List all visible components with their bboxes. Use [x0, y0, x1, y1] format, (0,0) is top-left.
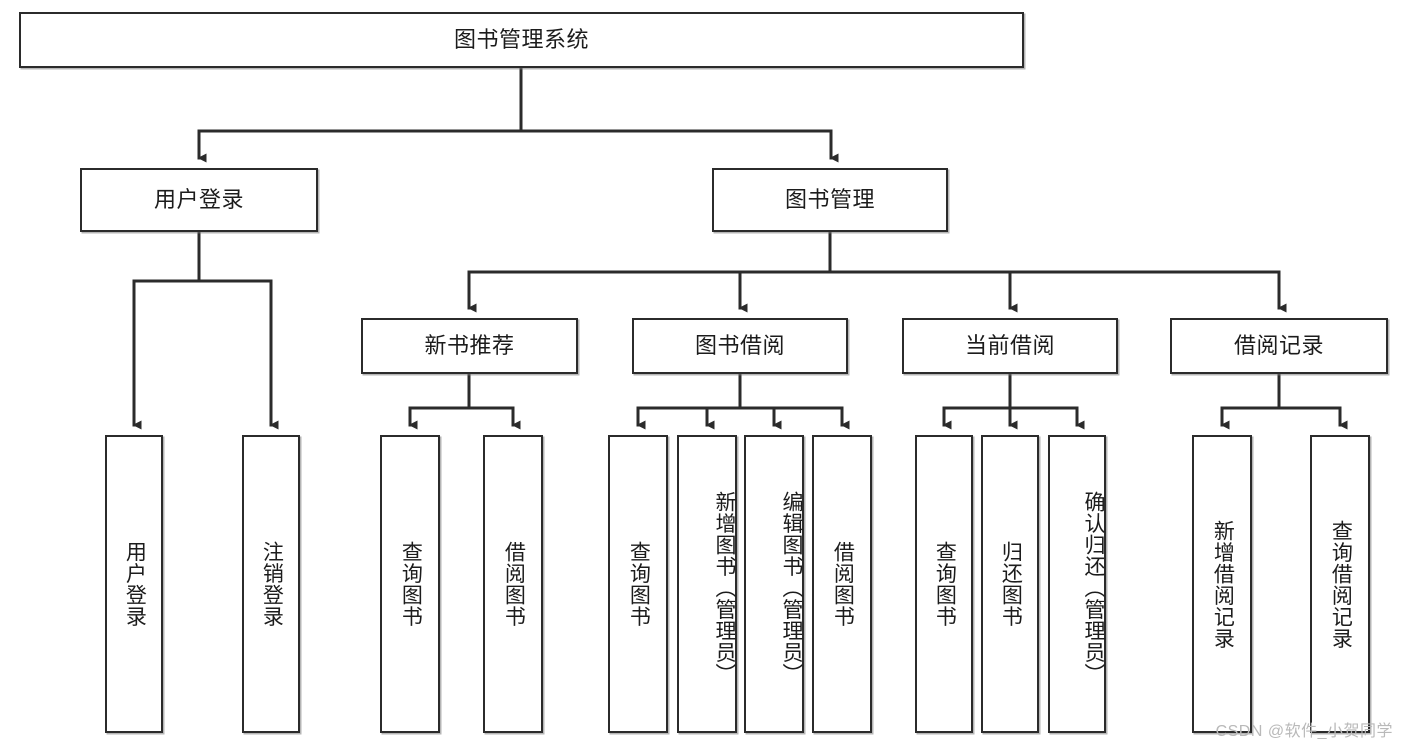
node-leaf-user-logout-label: 注销登录	[260, 541, 284, 627]
node-leaf-query-book-borrow-label: 查询图书	[627, 541, 651, 627]
node-leaf-confirm-return-label: 确认归还（管理员）	[1082, 491, 1105, 685]
node-leaf-edit-book[interactable]: 编辑图书（管理员）	[744, 435, 804, 733]
node-leaf-user-login[interactable]: 用户登录	[105, 435, 163, 733]
node-leaf-query-record[interactable]: 查询借阅记录	[1310, 435, 1370, 733]
watermark-text: CSDN @软件_小贺同学	[1215, 723, 1393, 740]
node-leaf-query-book-borrow[interactable]: 查询图书	[608, 435, 668, 733]
node-borrow-record-label: 借阅记录	[1233, 333, 1324, 358]
node-leaf-return-book-label: 归还图书	[999, 541, 1023, 627]
node-root-label: 图书管理系统	[453, 27, 589, 52]
node-root[interactable]: 图书管理系统	[19, 12, 1024, 68]
node-new-book-rec-label: 新书推荐	[424, 333, 515, 358]
node-book-manage[interactable]: 图书管理	[712, 168, 948, 232]
node-user-login[interactable]: 用户登录	[80, 168, 318, 232]
node-leaf-add-record-label: 新增借阅记录	[1211, 519, 1235, 649]
node-leaf-query-record-label: 查询借阅记录	[1329, 519, 1353, 649]
node-book-manage-label: 图书管理	[784, 187, 875, 212]
node-leaf-edit-book-label: 编辑图书（管理员）	[780, 491, 803, 685]
node-book-borrow-label: 图书借阅	[694, 333, 785, 358]
node-leaf-borrow-book[interactable]: 借阅图书	[812, 435, 872, 733]
node-leaf-add-book-label: 新增图书（管理员）	[713, 491, 736, 685]
node-leaf-borrow-book-label: 借阅图书	[831, 541, 855, 627]
node-leaf-return-book[interactable]: 归还图书	[981, 435, 1039, 733]
node-leaf-add-book[interactable]: 新增图书（管理员）	[677, 435, 737, 733]
node-leaf-query-book-current-label: 查询图书	[933, 541, 957, 627]
node-borrow-record[interactable]: 借阅记录	[1170, 318, 1388, 374]
node-leaf-borrow-book-new-label: 借阅图书	[502, 541, 526, 627]
node-leaf-confirm-return[interactable]: 确认归还（管理员）	[1048, 435, 1106, 733]
node-current-borrow[interactable]: 当前借阅	[902, 318, 1118, 374]
node-leaf-query-book-new-label: 查询图书	[399, 541, 423, 627]
node-leaf-query-book-current[interactable]: 查询图书	[915, 435, 973, 733]
node-leaf-query-book-new[interactable]: 查询图书	[380, 435, 440, 733]
node-leaf-add-record[interactable]: 新增借阅记录	[1192, 435, 1252, 733]
node-leaf-user-logout[interactable]: 注销登录	[242, 435, 300, 733]
node-new-book-rec[interactable]: 新书推荐	[361, 318, 578, 374]
node-current-borrow-label: 当前借阅	[964, 333, 1055, 358]
node-user-login-label: 用户登录	[153, 187, 244, 212]
node-leaf-borrow-book-new[interactable]: 借阅图书	[483, 435, 543, 733]
node-book-borrow[interactable]: 图书借阅	[632, 318, 848, 374]
node-leaf-user-login-label: 用户登录	[123, 541, 147, 627]
